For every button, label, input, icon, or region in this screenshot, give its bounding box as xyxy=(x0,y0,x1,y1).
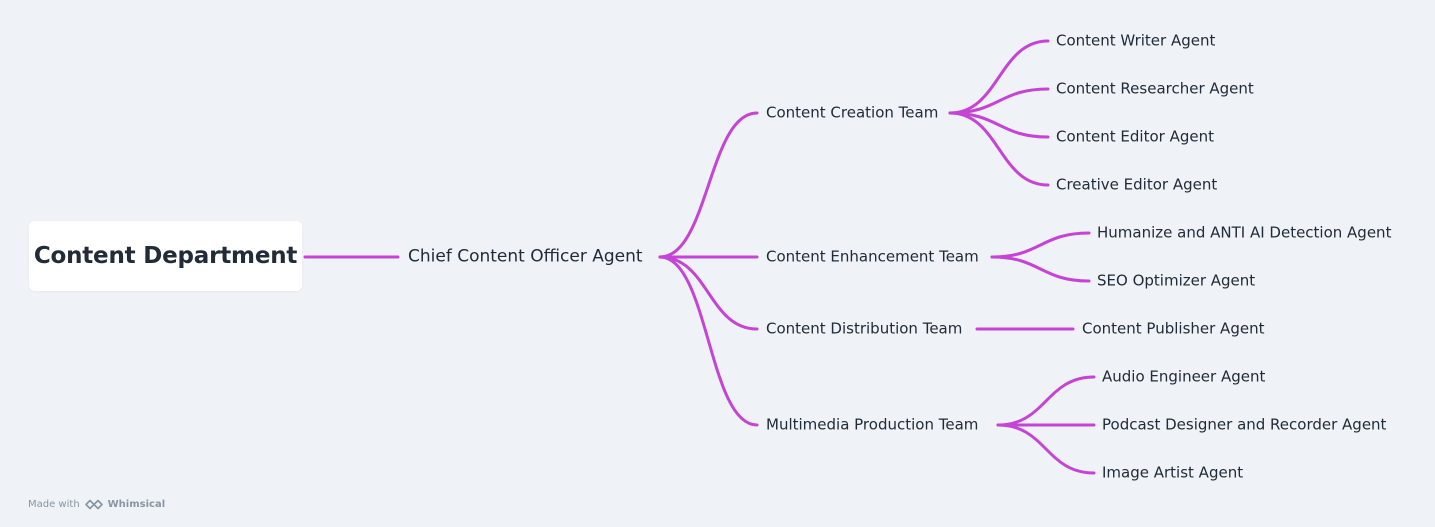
agent-node[interactable]: Content Publisher Agent xyxy=(1082,319,1265,338)
agent-node[interactable]: Audio Engineer Agent xyxy=(1102,367,1266,386)
edge-team-agent xyxy=(996,423,1096,475)
edge-officer-team xyxy=(658,255,759,331)
made-with-footer[interactable]: Made with Whimsical xyxy=(28,499,165,510)
root-node-label: Content Department xyxy=(33,243,298,269)
whimsical-brand: Whimsical xyxy=(107,499,166,510)
agent-node[interactable]: Creative Editor Agent xyxy=(1056,175,1218,194)
agent-node[interactable]: Podcast Designer and Recorder Agent xyxy=(1102,415,1387,434)
made-with-label: Made with xyxy=(28,499,80,510)
edge-team-agent xyxy=(996,375,1096,427)
team-node-creation[interactable]: Content Creation Team xyxy=(766,103,939,122)
edge-team-agent xyxy=(948,39,1050,115)
root-node[interactable]: Content Department xyxy=(29,221,302,291)
edge-officer-team xyxy=(658,255,759,427)
agent-node[interactable]: Content Editor Agent xyxy=(1056,127,1214,146)
agent-node[interactable]: Content Researcher Agent xyxy=(1056,79,1254,98)
edge-team-agent xyxy=(948,111,1050,187)
agent-node[interactable]: Content Writer Agent xyxy=(1056,31,1216,50)
edge-team-agent xyxy=(948,87,1050,115)
agent-node[interactable]: Humanize and ANTI AI Detection Agent xyxy=(1097,223,1392,242)
team-node-distribution[interactable]: Content Distribution Team xyxy=(766,319,963,338)
agent-node[interactable]: SEO Optimizer Agent xyxy=(1097,271,1256,290)
team-node-enhancement[interactable]: Content Enhancement Team xyxy=(766,247,979,266)
team-node-multimedia[interactable]: Multimedia Production Team xyxy=(766,415,979,434)
officer-node[interactable]: Chief Content Officer Agent xyxy=(408,246,643,267)
edge-team-agent xyxy=(990,231,1091,259)
edge-officer-team xyxy=(658,111,759,259)
agent-node[interactable]: Image Artist Agent xyxy=(1102,463,1244,482)
whimsical-logo-icon xyxy=(84,499,103,510)
edge-team-agent xyxy=(990,255,1091,283)
